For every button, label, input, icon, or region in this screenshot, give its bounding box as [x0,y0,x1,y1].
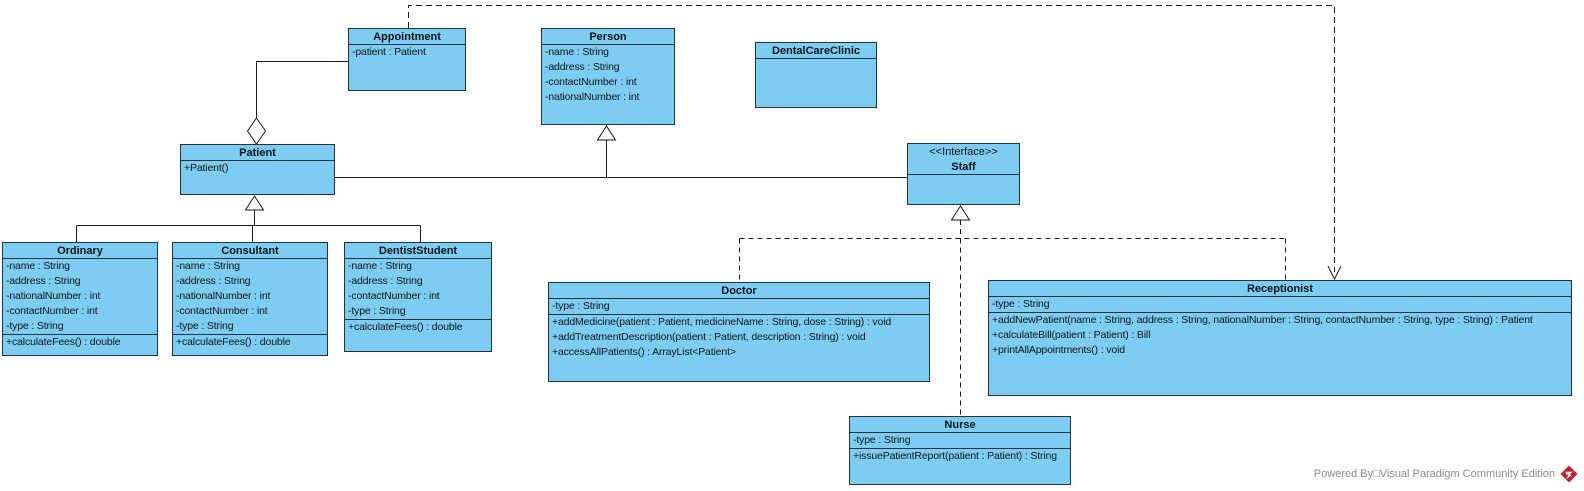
class-staff-interface[interactable]: <<Interface>> Staff [907,143,1020,205]
class-title: Ordinary [57,245,103,257]
attribute: -type : String [176,320,234,332]
attributes-compartment: -name : String -address : String -contac… [345,258,491,319]
attributes-compartment: -name : String -address : String -nation… [3,258,157,334]
realization-staff-implementations[interactable] [739,205,1286,416]
visual-paradigm-logo-icon [1560,465,1578,483]
attribute: -type : String [853,434,911,446]
dependency-appointment-receptionist[interactable] [408,5,1342,281]
attribute: -address : String [545,61,620,73]
class-person[interactable]: Person -name : String -address : String … [541,28,675,125]
class-appointment[interactable]: Appointment -patient : Patient [348,28,466,91]
attributes-compartment: -patient : Patient [349,44,465,90]
operation: +calculateBill(patient : Patient) : Bill [992,329,1151,341]
attribute: -address : String [348,275,423,287]
attributes-compartment: -name : String -address : String -nation… [173,258,327,334]
class-dental-care-clinic[interactable]: DentalCareClinic [755,42,877,108]
operation: +addMedicine(patient : Patient, medicine… [552,316,892,328]
generalization-subclasses-patient[interactable] [76,195,421,242]
empty-compartment [908,174,1019,204]
attribute: -type : String [348,305,406,317]
attribute: -contactNumber : int [545,76,637,88]
class-title: Person [589,31,627,43]
attribute: -contactNumber : int [348,290,440,302]
operations-compartment: +calculateFees() : double [173,334,327,355]
attribute: -nationalNumber : int [545,91,640,103]
operation: +addNewPatient(name : String, address : … [992,314,1533,326]
attribute: -nationalNumber : int [6,290,101,302]
class-patient[interactable]: Patient +Patient() [180,144,335,195]
class-title: Consultant [221,245,279,257]
class-title: DentalCareClinic [771,45,861,57]
generalization-patient-staff-person[interactable] [335,125,907,178]
attribute: -contactNumber : int [6,305,98,317]
class-title: Appointment [373,31,441,43]
powered-by-text: Powered By□Visual Paradigm Community Edi… [1313,468,1555,480]
operations-compartment: +issuePatientReport(patient : Patient) :… [850,448,1070,484]
operations-compartment: +addMedicine(patient : Patient, medicine… [549,314,929,381]
attributes-compartment: -type : String [850,432,1070,448]
operation: +Patient() [184,162,229,174]
aggregation-diamond [246,117,267,145]
attribute: -type : String [552,300,610,312]
class-title: Nurse [944,419,976,431]
operation: +calculateFees() : double [6,336,121,348]
class-title: Receptionist [1246,283,1313,295]
class-title: Patient [239,147,276,159]
attribute: -name : String [6,260,70,272]
class-consultant[interactable]: Consultant -name : String -address : Str… [172,242,328,356]
class-dentist-student[interactable]: DentistStudent -name : String -address :… [344,242,492,352]
generalization-triangle-patient [244,195,265,211]
class-nurse[interactable]: Nurse -type : String +issuePatientReport… [849,416,1071,485]
operation: +calculateFees() : double [348,321,463,333]
attributes-compartment: -type : String [989,296,1571,312]
class-doctor[interactable]: Doctor -type : String +addMedicine(patie… [548,282,930,382]
attribute: -nationalNumber : int [176,290,271,302]
operation: +calculateFees() : double [176,336,291,348]
dependency-arrowhead [1327,265,1342,281]
attribute: -type : String [6,320,64,332]
operations-compartment: +calculateFees() : double [3,334,157,355]
stereotype-label: <<Interface>> [929,146,998,158]
attributes-compartment: -name : String -address : String -contac… [542,44,674,124]
class-title: Staff [951,161,976,173]
operations-compartment: +addNewPatient(name : String, address : … [989,312,1571,395]
generalization-triangle-person [596,125,617,141]
class-receptionist[interactable]: Receptionist -type : String +addNewPatie… [988,280,1572,396]
attribute: -address : String [176,275,251,287]
class-title: Doctor [721,285,757,297]
operation: +printAllAppointments() : void [992,344,1125,356]
attribute: -type : String [992,298,1050,310]
class-ordinary[interactable]: Ordinary -name : String -address : Strin… [2,242,158,356]
operations-compartment: +Patient() [181,160,334,194]
attribute: -contactNumber : int [176,305,268,317]
attribute: -address : String [6,275,81,287]
empty-compartment [756,58,876,107]
attribute: -name : String [176,260,240,272]
operation: +addTreatmentDescription(patient : Patie… [552,331,866,343]
attribute: -name : String [348,260,412,272]
operation: +issuePatientReport(patient : Patient) :… [853,450,1057,462]
operations-compartment: +calculateFees() : double [345,319,491,351]
aggregation-patient-appointment[interactable] [246,61,349,145]
watermark: Powered By□Visual Paradigm Community Edi… [1314,465,1578,483]
attribute: -patient : Patient [352,46,426,58]
realization-triangle-staff [950,205,971,221]
class-title: DentistStudent [378,245,458,257]
attributes-compartment: -type : String [549,298,929,314]
operation: +accessAllPatients() : ArrayList<Patient… [552,346,736,358]
attribute: -name : String [545,46,609,58]
